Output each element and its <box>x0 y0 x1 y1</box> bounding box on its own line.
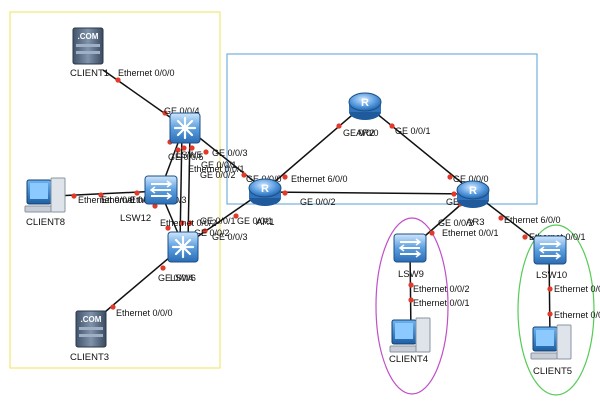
port-label: GE 0/0/2 <box>438 218 474 228</box>
port-label: GE 0/0/0 <box>453 174 489 184</box>
port-label: GE 0/0/1 <box>395 126 431 136</box>
svg-text:.COM: .COM <box>78 32 99 41</box>
port-label: GE 0/0/4 <box>158 273 194 283</box>
link-lsw10-client5 <box>548 249 551 341</box>
pc-icon <box>530 324 572 360</box>
port-label: Ethernet 6/0/0 <box>291 174 348 184</box>
client8-node[interactable]: CLIENT8 <box>24 177 66 228</box>
server-com-icon: .COM <box>72 27 104 65</box>
ar3-node[interactable]: R AR3 <box>456 180 490 228</box>
lsw9-label: LSW9 <box>398 269 424 280</box>
port-label: GE 0/0/2 <box>200 170 236 180</box>
lsw5-node[interactable]: LSW5 <box>169 112 202 161</box>
switch-icon <box>393 233 427 263</box>
area-left-box <box>9 11 221 369</box>
link-ar1-ar2 <box>264 103 366 191</box>
area-lsw9-ellipse <box>375 217 449 395</box>
lsw12-label: LSW12 <box>120 213 151 224</box>
ar1-node[interactable]: R AR1 <box>248 178 282 228</box>
port-label: GE 0/0/3 <box>212 232 248 242</box>
port-label: GE 0/0/4 <box>164 106 200 116</box>
port-dots <box>71 77 553 317</box>
router-icon: R <box>348 92 382 120</box>
svg-text:.COM: .COM <box>81 315 102 324</box>
lsw10-node[interactable]: LSW10 <box>533 235 567 281</box>
port-label: Ethernet 0/0/1 <box>101 195 158 205</box>
client4-label: CLIENT4 <box>389 354 428 365</box>
pc-icon <box>389 317 431 353</box>
area-lsw10-ellipse <box>517 224 595 396</box>
client1-label: CLIENT1 <box>70 68 109 79</box>
svg-text:R: R <box>361 97 369 109</box>
port-label: Ethernet 0/0/0 <box>78 195 135 205</box>
lsw6-label: LSW6 <box>170 273 196 284</box>
router-icon: R <box>456 180 490 208</box>
client4-node[interactable]: CLIENT4 <box>389 317 431 365</box>
lsw6-node[interactable]: LSW6 <box>167 231 199 284</box>
port-label: Ethernet 0/0/1 <box>188 164 245 174</box>
lsw10-label: LSW10 <box>536 270 567 281</box>
l3-switch-icon <box>169 112 201 144</box>
area-core-box <box>226 53 538 205</box>
port-label: GE 0/0/0 <box>343 128 379 138</box>
port-label: GE 0/0/2 <box>194 228 230 238</box>
port-label: GE 0/0/1 <box>200 216 236 226</box>
switch-icon <box>533 235 567 265</box>
port-label: Ethernet 6/0/0 <box>504 215 561 225</box>
lsw9-node[interactable]: LSW9 <box>393 233 427 280</box>
client8-label: CLIENT8 <box>26 217 65 228</box>
port-label: GE 0/0/5 <box>168 152 204 162</box>
svg-text:R: R <box>261 183 269 195</box>
switch-icon <box>144 175 178 205</box>
link-ar1-ar3 <box>264 191 474 195</box>
port-label: GE 0/0/1 <box>201 160 237 170</box>
port-label: Ethernet 0/0/1 <box>554 310 600 320</box>
lsw5-label: LSW5 <box>176 150 202 161</box>
port-label: Ethernet 0/0/0 <box>116 308 173 318</box>
port-label: Ethernet 0/0/2 <box>554 284 600 294</box>
port-label: Ethernet 0/0/2 <box>160 218 217 228</box>
server-com-icon: .COM <box>75 310 107 348</box>
client3-label: CLIENT3 <box>70 352 109 363</box>
port-label: GE 0/0/2 <box>300 197 336 207</box>
client1-node[interactable]: .COM CLIENT1 <box>70 27 109 79</box>
lsw12-node[interactable]: LSW12 <box>120 175 178 224</box>
link-ar2-ar3 <box>364 103 474 193</box>
port-label: Ethernet 0/0/0 <box>118 68 175 78</box>
port-label: Ethernet 0/0/1 <box>442 228 499 238</box>
ar1-label: AR1 <box>256 217 274 228</box>
ar3-label: AR3 <box>466 217 484 228</box>
router-icon: R <box>248 178 282 206</box>
pc-icon <box>24 177 66 213</box>
client3-node[interactable]: .COM CLIENT3 <box>70 310 109 363</box>
ar2-node[interactable]: R AR2 <box>348 92 382 139</box>
port-label: Ethernet 0/0/2 <box>413 284 470 294</box>
port-label: Ethernet 0/0/1 <box>413 298 470 308</box>
client5-label: CLIENT5 <box>533 366 572 377</box>
svg-text:R: R <box>469 185 477 197</box>
port-label: GE 0/0/1 <box>237 216 273 226</box>
client5-node[interactable]: CLIENT5 <box>530 324 572 377</box>
ar2-label: AR2 <box>356 128 374 139</box>
l3-switch-icon <box>167 231 199 263</box>
port-label: GE 0/0/3 <box>212 148 248 158</box>
